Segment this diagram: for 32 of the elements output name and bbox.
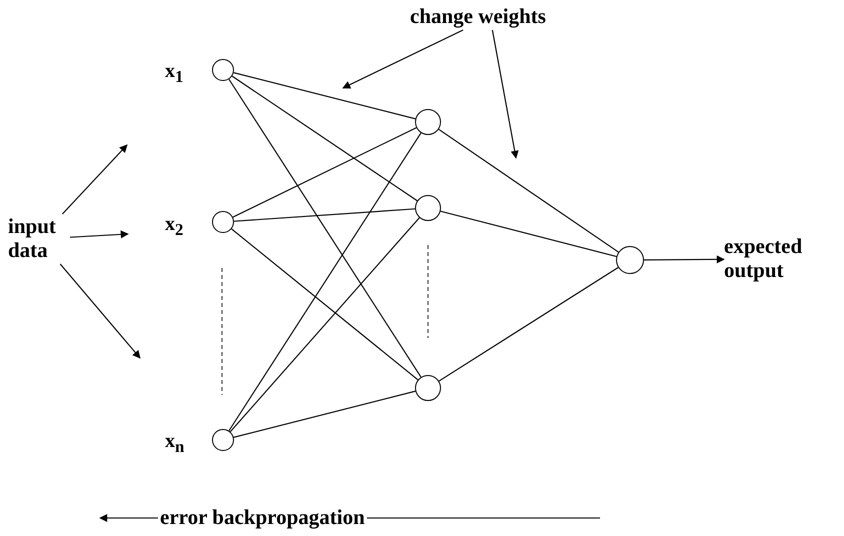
node-text: expected output [724, 234, 824, 282]
connection-line [234, 72, 416, 120]
neuron-circle [415, 109, 441, 135]
connection-line [228, 132, 422, 432]
connection-line [232, 76, 418, 202]
neuron-circle [212, 211, 234, 233]
node-text: input data [8, 214, 70, 262]
connection-line [228, 78, 422, 378]
neuron-circle [616, 246, 644, 274]
arrow [644, 255, 725, 264]
node-text: change weights [410, 4, 570, 28]
leader-arrow [70, 230, 129, 238]
neuron-circle [212, 59, 234, 81]
leader-arrow [62, 144, 128, 214]
input-label: x$_{2}$ [165, 213, 184, 241]
neuron-circle [415, 375, 441, 401]
input-label: x$_{n}$ [165, 430, 184, 458]
leader-arrow [60, 264, 141, 359]
neuron-circle [415, 195, 441, 221]
connection-line [438, 128, 619, 253]
leader-arrow [492, 30, 519, 159]
leader-arrow [342, 30, 464, 88]
input-label: x$_{1}$ [165, 60, 184, 88]
connection-line [234, 208, 416, 222]
caption-text: error backpropagation [158, 506, 367, 528]
connection-line [230, 217, 420, 432]
connection-line [440, 210, 617, 258]
connection-line [438, 267, 618, 382]
connection-line [232, 127, 417, 218]
connection-line [234, 390, 416, 438]
connection-line [231, 228, 418, 380]
neuron-circle [212, 429, 234, 451]
